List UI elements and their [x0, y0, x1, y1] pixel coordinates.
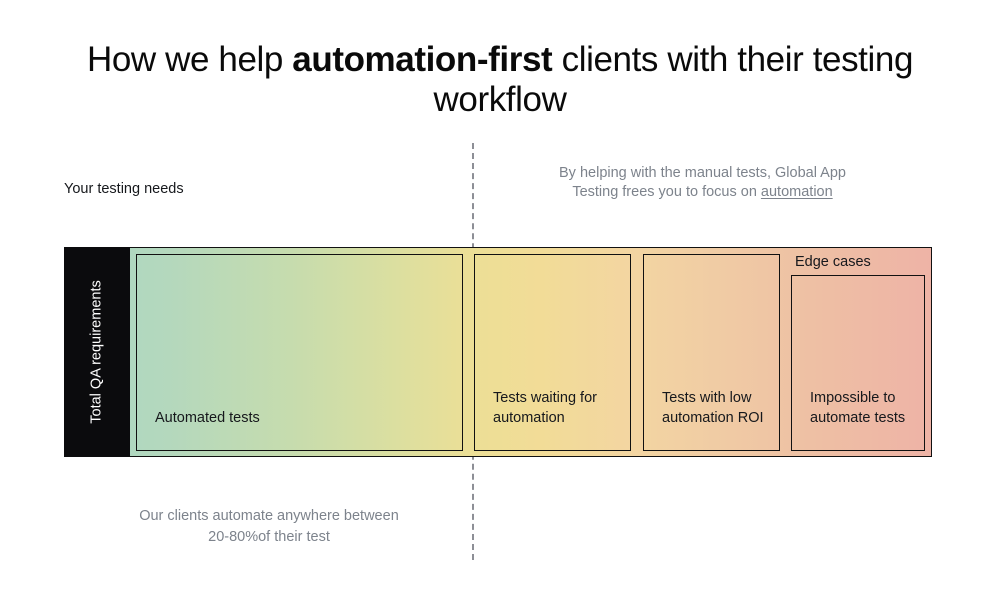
- segment-label-tests-with-low-automation-roi: Tests with low automation ROI: [662, 390, 764, 426]
- page-title: How we help automation-first clients wit…: [70, 40, 930, 120]
- bottom-caption-line2: 20-80%of their test: [208, 529, 330, 545]
- left-caption-your-testing-needs: Your testing needs: [64, 181, 184, 197]
- page-title-part1: How we help: [86, 40, 293, 79]
- total-qa-requirements-label: Total QA requirements: [89, 280, 105, 424]
- right-caption-line2-prefix: Testing frees you to focus on: [572, 184, 761, 200]
- segment-impossible-to-automate-tests[interactable]: Impossible to automate tests: [791, 275, 925, 451]
- edge-cases-label: Edge cases: [795, 254, 871, 270]
- segment-label-tests-waiting-for-automation: Tests waiting for automation: [493, 390, 597, 426]
- total-qa-requirements-axis: Total QA requirements: [64, 247, 130, 457]
- automation-link[interactable]: automation: [760, 184, 833, 200]
- segment-label-automated-tests: Automated tests: [155, 410, 260, 426]
- right-caption-global-app-testing: By helping with the manual tests, Global…: [490, 164, 915, 202]
- segment-tests-with-low-automation-roi[interactable]: Tests with low automation ROI: [643, 254, 780, 451]
- right-caption-line1: By helping with the manual tests, Global…: [559, 165, 846, 181]
- segment-automated-tests[interactable]: Automated tests: [136, 254, 463, 451]
- segment-label-impossible-to-automate-tests: Impossible to automate tests: [810, 390, 906, 426]
- page-title-part2: clients with their testing workflow: [433, 40, 914, 119]
- page-title-emphasis: automation-first: [292, 40, 553, 79]
- segment-tests-waiting-for-automation[interactable]: Tests waiting for automation: [474, 254, 631, 451]
- bottom-caption-automation-range: Our clients automate anywhere between 20…: [104, 506, 434, 548]
- bottom-caption-line1: Our clients automate anywhere between: [139, 508, 399, 524]
